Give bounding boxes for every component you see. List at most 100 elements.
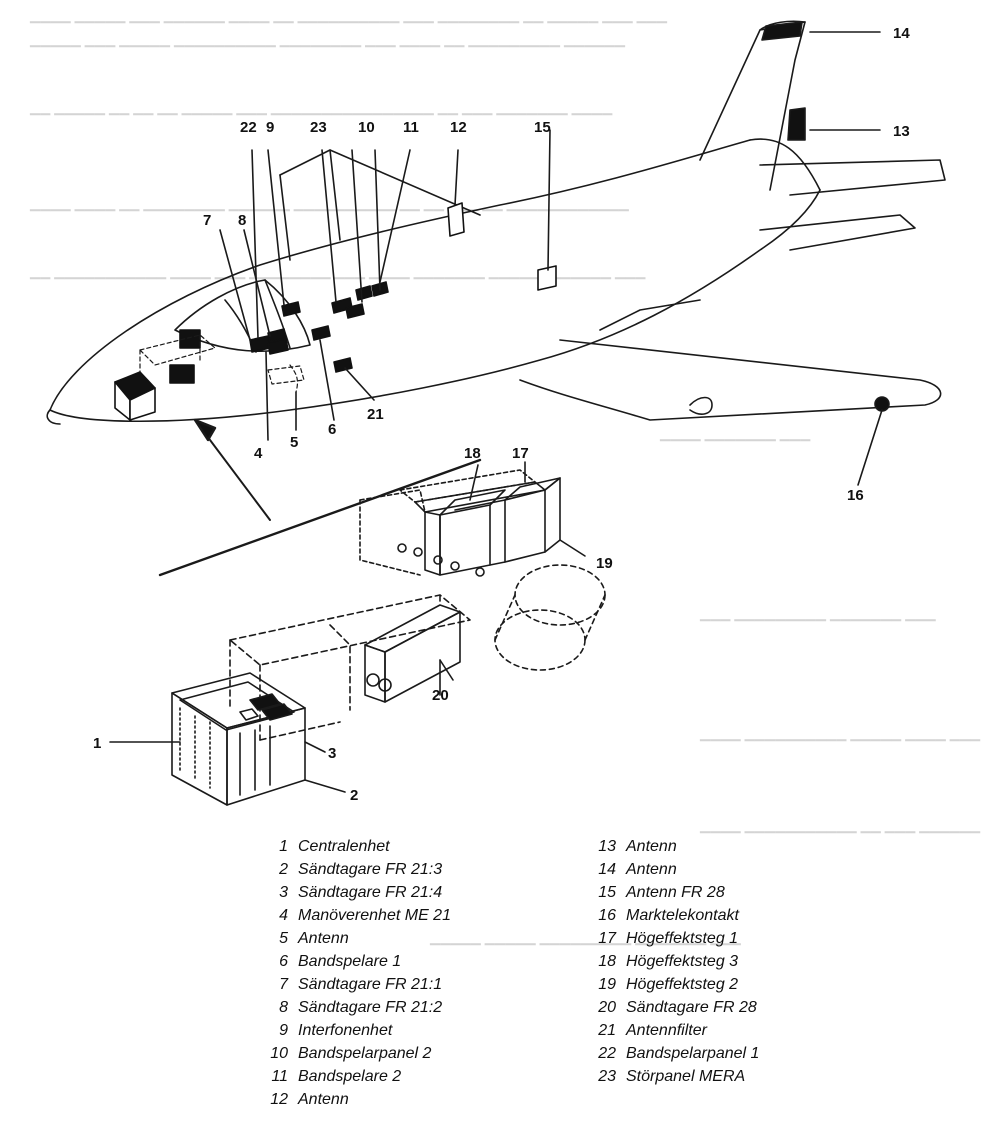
legend-item: 4 Manöverenhet ME 21 <box>262 904 451 927</box>
callout-7: 7 <box>203 212 211 229</box>
legend-label: Högeffektsteg 3 <box>626 953 739 970</box>
legend-number: 14 <box>598 861 616 878</box>
legend-label: Högeffektsteg 2 <box>626 976 739 993</box>
legend-number: 11 <box>271 1068 288 1085</box>
legend-item: 6 Bandspelare 1 <box>262 950 451 973</box>
callout-22: 22 <box>240 119 257 136</box>
high-power-stages <box>359 469 561 577</box>
legend-number: 17 <box>598 930 616 947</box>
legend-label: Högeffektsteg 1 <box>626 930 739 947</box>
dashed-mounting-rack <box>229 594 471 741</box>
legend-number: 21 <box>598 1022 616 1039</box>
legend-number: 20 <box>598 999 616 1016</box>
legend-item: 11 Bandspelare 2 <box>262 1065 451 1088</box>
legend-item: 2 Sändtagare FR 21:3 <box>262 858 451 881</box>
callout-labels: 14 13 22 9 23 10 11 12 15 7 8 4 5 6 21 1… <box>93 25 910 804</box>
legend-label: Antenn <box>626 861 677 878</box>
callout-1: 1 <box>93 735 101 752</box>
legend-label: Bandspelare 2 <box>298 1068 402 1085</box>
legend-label: Bandspelarpanel 2 <box>298 1045 432 1062</box>
callout-15: 15 <box>534 119 551 136</box>
legend-number: 18 <box>598 953 616 970</box>
callout-2: 2 <box>350 787 358 804</box>
legend-label: Bandspelarpanel 1 <box>626 1045 760 1062</box>
aircraft-wing <box>519 299 942 421</box>
legend-label: Interfonenhet <box>298 1022 393 1039</box>
legend-item: 20 Sändtagare FR 28 <box>590 996 759 1019</box>
callout-18: 18 <box>464 445 481 462</box>
callout-16: 16 <box>847 487 864 504</box>
legend-item: 14 Antenn <box>590 858 759 881</box>
legend-label: Störpanel MERA <box>626 1068 746 1085</box>
legend-label: Antennfilter <box>626 1022 707 1039</box>
legend-label: Sändtagare FR 21:1 <box>298 976 443 993</box>
legend-label: Sändtagare FR 21:3 <box>298 861 443 878</box>
aircraft-horizontal-stabilizer <box>759 107 946 251</box>
legend-item: 10 Bandspelarpanel 2 <box>262 1042 451 1065</box>
aircraft-dorsal-spine <box>279 149 481 261</box>
central-unit-box <box>171 672 306 806</box>
legend-item: 7 Sändtagare FR 21:1 <box>262 973 451 996</box>
legend-number: 23 <box>598 1068 616 1085</box>
legend-label: Sändtagare FR 28 <box>626 999 757 1016</box>
legend-item: 23 Störpanel MERA <box>590 1065 759 1088</box>
legend-number: 6 <box>279 953 288 970</box>
aircraft-radio-diagram: 14 13 22 9 23 10 11 12 15 7 8 4 5 6 21 1… <box>46 20 946 806</box>
callout-4: 4 <box>254 445 263 462</box>
transceiver-fr28-box <box>364 604 461 703</box>
internal-racks <box>139 334 305 393</box>
legend-item: 3 Sändtagare FR 21:4 <box>262 881 451 904</box>
callout-14: 14 <box>893 25 910 42</box>
callout-21: 21 <box>367 406 384 423</box>
callout-11: 11 <box>403 119 419 136</box>
callout-3: 3 <box>328 745 336 762</box>
dashed-cylinder <box>494 564 606 671</box>
legend-item: 8 Sändtagare FR 21:2 <box>262 996 451 1019</box>
legend-number: 22 <box>598 1045 616 1062</box>
legend-item: 17 Högeffektsteg 1 <box>590 927 759 950</box>
legend-number: 12 <box>270 1091 288 1108</box>
legend-number: 9 <box>279 1022 288 1039</box>
leader-lines <box>109 31 883 793</box>
internal-equipment <box>114 202 557 421</box>
legend-label: Centralenhet <box>298 838 390 855</box>
legend-number: 4 <box>279 907 288 924</box>
legend-number: 3 <box>279 884 288 901</box>
callout-9: 9 <box>266 119 274 136</box>
callout-20: 20 <box>432 687 449 704</box>
callout-19: 19 <box>596 555 613 572</box>
callout-13: 13 <box>893 123 910 140</box>
legend-number: 1 <box>279 838 288 855</box>
legend-item: 21 Antennfilter <box>590 1019 759 1042</box>
legend-number: 2 <box>279 861 288 878</box>
callout-5: 5 <box>290 434 298 451</box>
legend-number: 5 <box>279 930 288 947</box>
legend-number: 19 <box>598 976 616 993</box>
legend-item: 19 Högeffektsteg 2 <box>590 973 759 996</box>
legend-number: 13 <box>598 838 616 855</box>
legend-item: 22 Bandspelarpanel 1 <box>590 1042 759 1065</box>
legend-number: 7 <box>279 976 288 993</box>
legend-number: 8 <box>279 999 288 1016</box>
legend-item: 12 Antenn <box>262 1088 451 1111</box>
callout-23: 23 <box>310 119 327 136</box>
legend-item: 9 Interfonenhet <box>262 1019 451 1042</box>
aircraft-fuselage <box>46 138 821 425</box>
legend-label: Sändtagare FR 21:2 <box>298 999 443 1016</box>
legend-label: Manöverenhet ME 21 <box>298 907 451 924</box>
callout-10: 10 <box>358 119 375 136</box>
legend-label: Marktelekontakt <box>626 907 739 924</box>
legend-number: 10 <box>270 1045 288 1062</box>
legend-label: Bandspelare 1 <box>298 953 402 970</box>
legend-label: Sändtagare FR 21:4 <box>298 884 443 901</box>
callout-6: 6 <box>328 421 336 438</box>
callout-8: 8 <box>238 212 246 229</box>
legend-label: Antenn <box>298 1091 349 1108</box>
